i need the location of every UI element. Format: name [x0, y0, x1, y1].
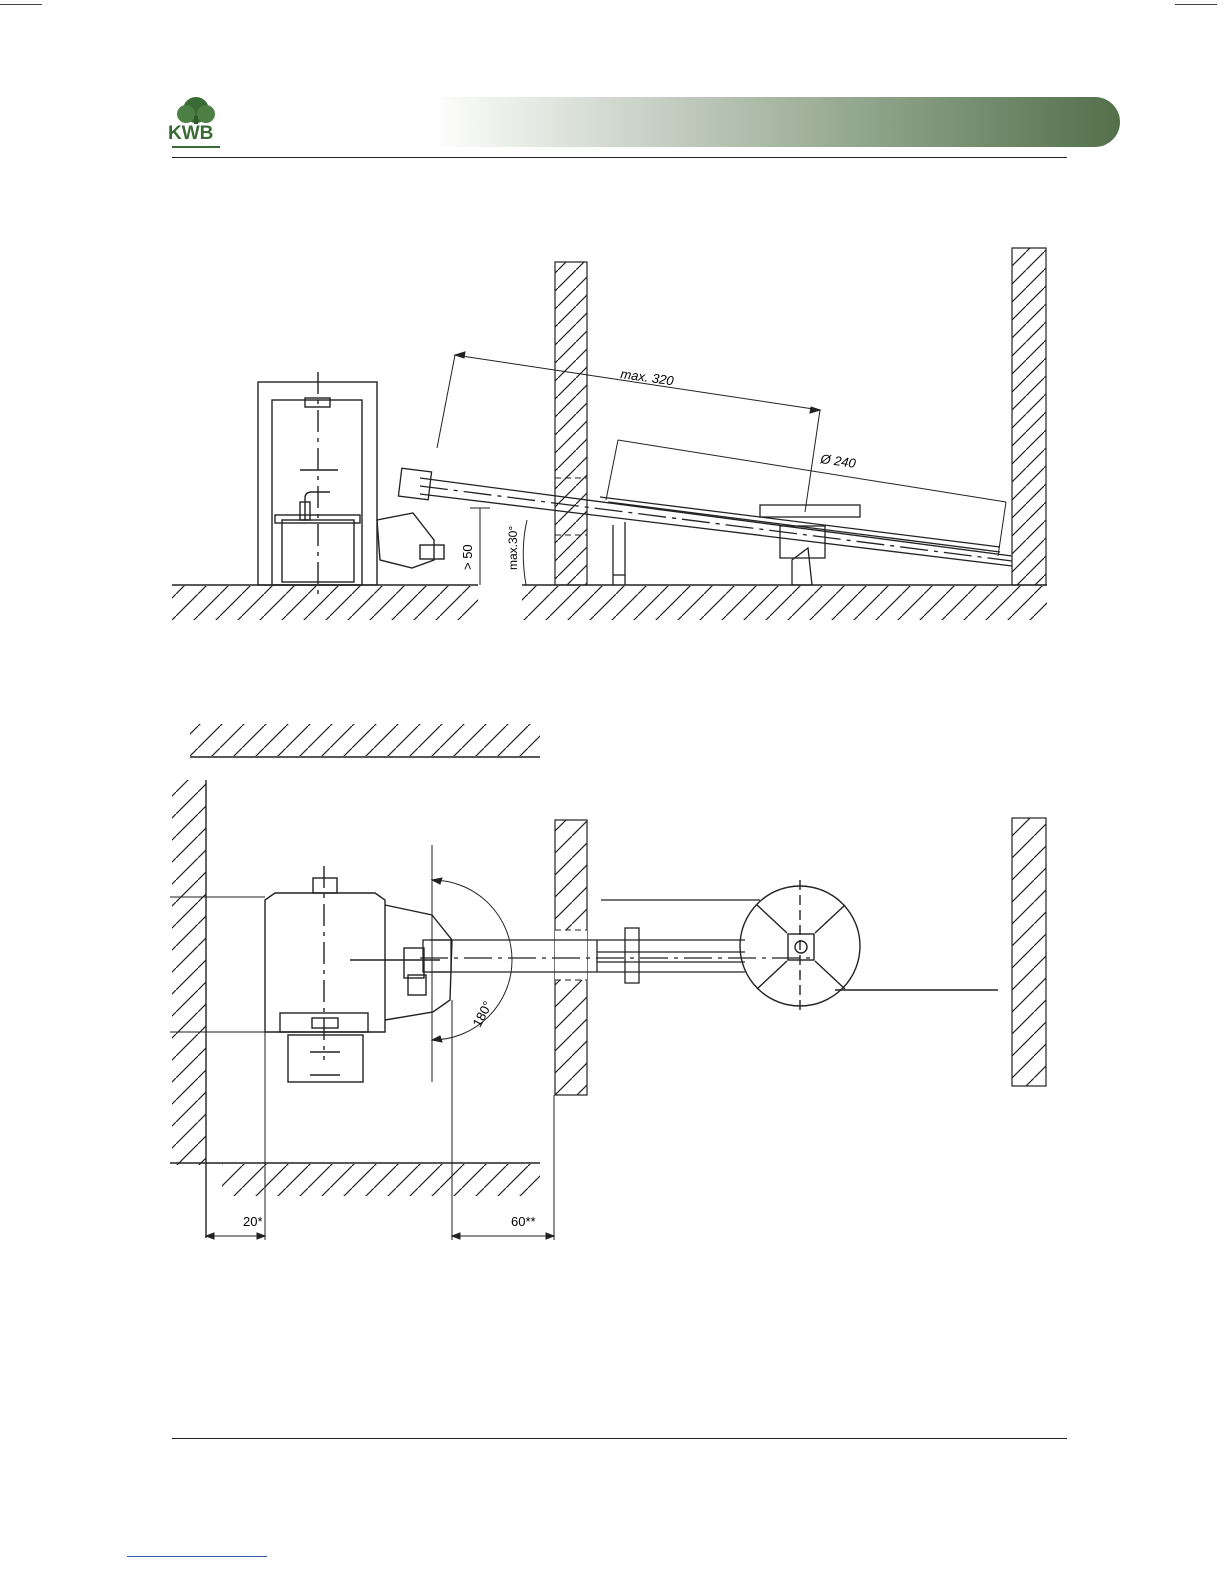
side-conveyor [398, 468, 1012, 585]
dim-length-label: max. 320 [620, 366, 676, 388]
side-boiler [258, 372, 444, 600]
dim-height-label: > 50 [460, 544, 475, 570]
side-wall-middle [555, 262, 587, 585]
side-floor [172, 585, 1047, 620]
dim-angle-arc [523, 520, 527, 585]
dim-diameter-240 [606, 440, 1006, 556]
dim-diameter-label: Ø 240 [819, 451, 858, 471]
dim-angle-label: max.30° [506, 526, 520, 570]
side-wall-right [1012, 248, 1046, 585]
